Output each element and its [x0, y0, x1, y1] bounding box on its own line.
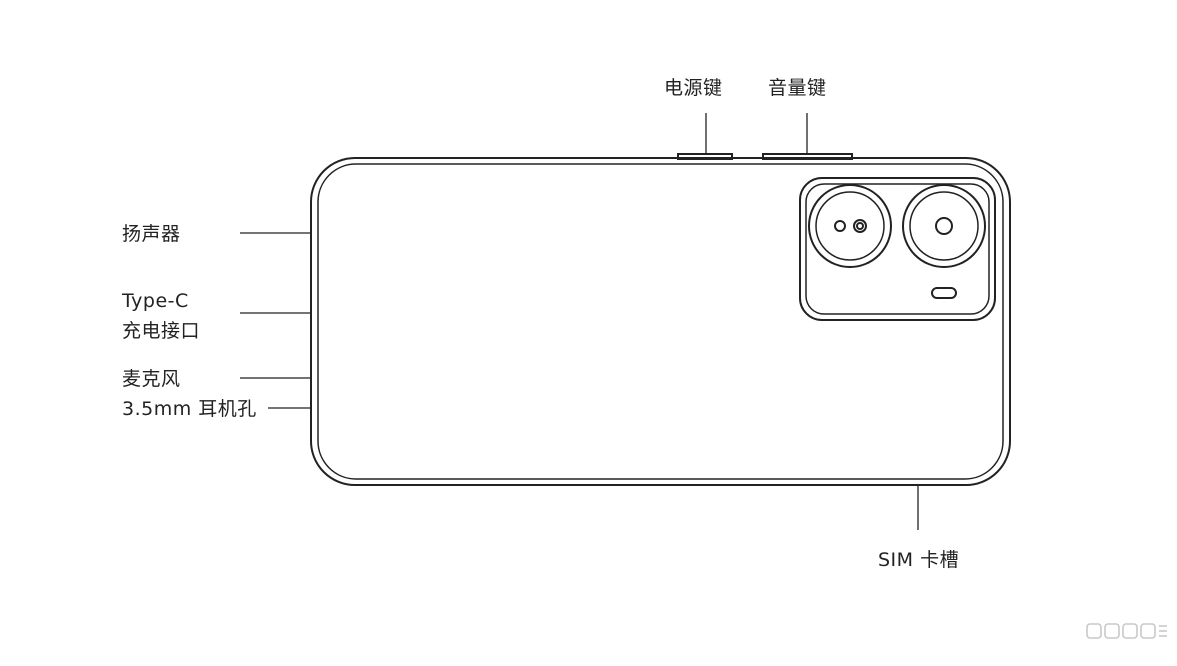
left-lens-ring-outer: [808, 184, 892, 268]
phone-body-inner: [317, 163, 1004, 480]
typec-port-label-line1: Type-C: [122, 290, 189, 312]
left-lens-sensor-b: [853, 219, 867, 233]
flash: [931, 287, 957, 299]
camera-module-outer: [799, 177, 996, 321]
watermark-logo: [1086, 623, 1167, 639]
left-lens-ring-inner: [815, 191, 885, 261]
right-lens-sensor: [935, 217, 953, 235]
speaker-label: 扬声器: [122, 223, 181, 245]
power-button: [677, 153, 733, 160]
microphone-label: 麦克风: [122, 368, 181, 390]
right-lens-ring-outer: [902, 184, 986, 268]
right-lens-ring-inner: [909, 191, 979, 261]
camera-module-inner: [805, 183, 990, 315]
left-lens-sensor-a: [834, 220, 846, 232]
typec-port-label-line2: 充电接口: [122, 320, 201, 342]
sim-tray-label: SIM 卡槽: [878, 549, 960, 571]
left-lens-sensor-b-core: [856, 222, 864, 230]
headphone-jack-label: 3.5mm 耳机孔: [122, 398, 257, 420]
typec-port-label: Type-C 充电接口: [122, 286, 200, 346]
power-key-label: 电源键: [664, 77, 723, 99]
volume-key-label: 音量键: [768, 77, 827, 99]
phone-body-outer: [310, 157, 1011, 486]
